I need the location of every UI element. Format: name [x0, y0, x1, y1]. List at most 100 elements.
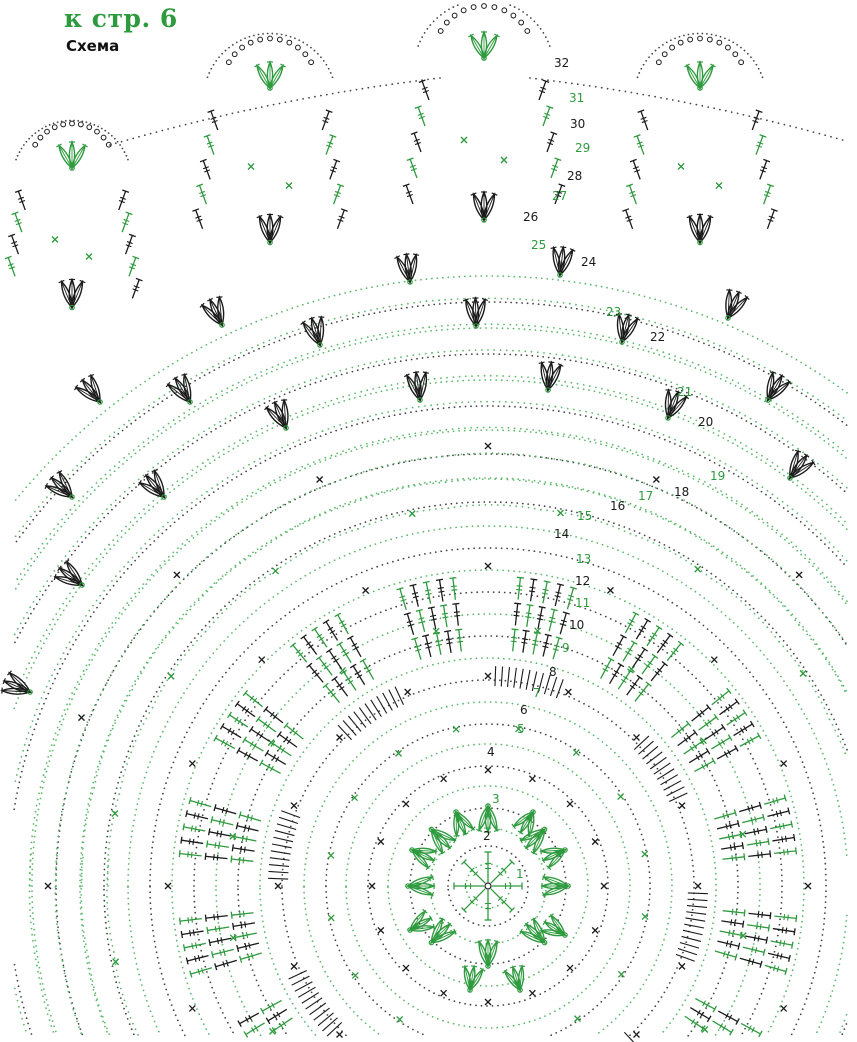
- chain-dot: [826, 509, 828, 511]
- chain-dot: [391, 858, 393, 860]
- chain-dot: [647, 540, 649, 542]
- chain-dot: [822, 506, 824, 508]
- chain-dot: [205, 1028, 207, 1030]
- chain-dot: [453, 979, 455, 981]
- chain-dot: [282, 903, 284, 905]
- chain-dot: [410, 718, 412, 720]
- chain-dot: [468, 478, 470, 480]
- chain-dot: [105, 922, 107, 924]
- chain-dot: [81, 873, 83, 875]
- chain-dot: [831, 666, 833, 668]
- chain-dot: [503, 504, 505, 506]
- chain-dot: [48, 585, 50, 587]
- chain-dot: [36, 951, 38, 953]
- chain-dot: [523, 549, 525, 551]
- chain-dot: [311, 1030, 313, 1032]
- chain-dot: [810, 367, 812, 369]
- chain-dot: [216, 906, 218, 908]
- chain-dot: [213, 778, 215, 780]
- chain-dot: [241, 841, 243, 843]
- chain-dot: [681, 695, 683, 697]
- chain-dot: [43, 547, 45, 549]
- chain-dot: [442, 431, 444, 433]
- chain-dot: [66, 605, 68, 607]
- chain-dot: [791, 736, 793, 738]
- chain-dot: [150, 913, 152, 915]
- chain-dot: [428, 530, 430, 532]
- chain-dot: [513, 959, 515, 961]
- chain-dot: [814, 370, 816, 372]
- chain-dot: [32, 907, 34, 909]
- chain-dot: [393, 439, 395, 441]
- chain-dot: [398, 775, 400, 777]
- chain-dot: [426, 278, 428, 280]
- chain-dot: [670, 868, 672, 870]
- chain-dot: [27, 1023, 29, 1025]
- chain-dot: [161, 465, 163, 467]
- chain-dot: [675, 553, 677, 555]
- chain-dot: [268, 599, 270, 601]
- chain-dot: [689, 642, 691, 644]
- chain-dot: [824, 1011, 826, 1013]
- chain-dot: [411, 869, 413, 871]
- chain-dot: [591, 363, 593, 365]
- chain-dot: [297, 361, 299, 363]
- chain-dot: [315, 382, 317, 384]
- chain-dot: [173, 762, 175, 764]
- chain-dot: [793, 1029, 795, 1031]
- chain-dot: [142, 552, 144, 554]
- chain-dot: [808, 595, 810, 597]
- chain-dot: [815, 433, 817, 435]
- chain-dot: [627, 804, 629, 806]
- chain-dot: [204, 498, 206, 500]
- chain-dot: [318, 299, 320, 301]
- chain-dot: [119, 501, 121, 503]
- chain-dot: [700, 803, 702, 805]
- chain-dot: [279, 677, 281, 679]
- chain-dot: [583, 857, 585, 859]
- chain-dot: [457, 380, 459, 382]
- chain-dot: [153, 935, 155, 937]
- chain-dot: [648, 795, 650, 797]
- chain-dot: [170, 525, 172, 527]
- chain-ring: [13, 405, 845, 1035]
- chain-dot: [675, 801, 677, 803]
- chain-dot: [565, 1027, 567, 1029]
- chain-dot: [759, 883, 761, 885]
- chain-dot: [325, 378, 327, 380]
- chain-dot: [690, 990, 692, 992]
- chain-dot: [59, 825, 61, 827]
- chain-dot: [824, 408, 826, 410]
- chain-dot: [417, 305, 419, 307]
- chain-dot: [655, 810, 657, 812]
- chain-dot: [693, 887, 695, 889]
- chain-dot: [506, 830, 508, 832]
- chain-dot: [695, 591, 697, 593]
- chain-dot: [271, 427, 273, 429]
- chain-dot: [355, 290, 357, 292]
- chain-dot: [106, 933, 108, 935]
- chain-dot: [522, 791, 524, 793]
- chain-dot: [797, 421, 799, 423]
- chain-dot: [426, 433, 428, 435]
- chain-dot: [685, 699, 687, 701]
- chain-dot: [130, 930, 132, 932]
- chain-dot: [679, 445, 681, 447]
- chain-dot: [586, 362, 588, 364]
- chain-dot: [544, 991, 546, 993]
- chain-dot: [410, 793, 412, 795]
- chain-dot: [844, 752, 846, 754]
- chain-dot: [266, 373, 268, 375]
- chain-dot: [824, 907, 826, 909]
- chain-dot: [615, 396, 617, 398]
- chain-dot: [682, 335, 684, 337]
- chain-dot: [492, 405, 494, 407]
- chain-dot: [732, 442, 734, 444]
- chain-dot: [582, 488, 584, 490]
- chain-dot: [744, 1028, 746, 1030]
- chain-dot: [431, 755, 433, 757]
- chain-dot: [145, 718, 147, 720]
- chain-dot: [525, 841, 527, 843]
- chain-dot: [325, 324, 327, 326]
- chain-dot: [633, 580, 635, 582]
